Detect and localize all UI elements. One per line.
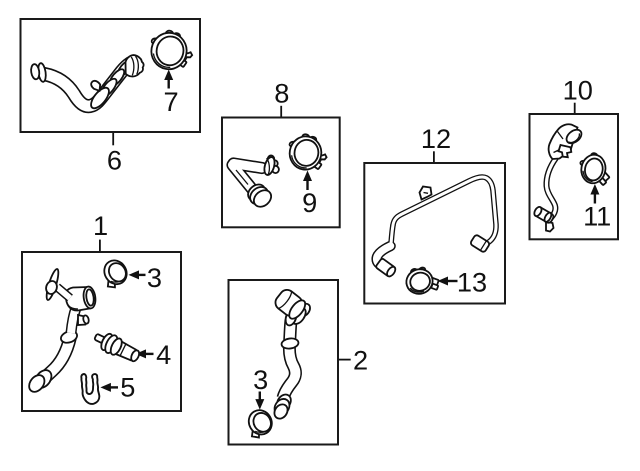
svg-text:11: 11 [583, 201, 611, 232]
svg-text:3: 3 [253, 364, 268, 395]
svg-text:5: 5 [120, 372, 135, 403]
svg-text:10: 10 [563, 74, 593, 105]
svg-text:13: 13 [457, 266, 487, 297]
svg-text:12: 12 [421, 123, 451, 154]
svg-text:7: 7 [164, 86, 179, 117]
svg-text:2: 2 [353, 345, 368, 376]
svg-text:6: 6 [107, 145, 122, 176]
svg-text:9: 9 [302, 187, 317, 218]
svg-text:4: 4 [156, 339, 171, 370]
svg-text:8: 8 [274, 78, 289, 109]
svg-text:3: 3 [147, 262, 162, 293]
svg-text:1: 1 [93, 210, 108, 241]
